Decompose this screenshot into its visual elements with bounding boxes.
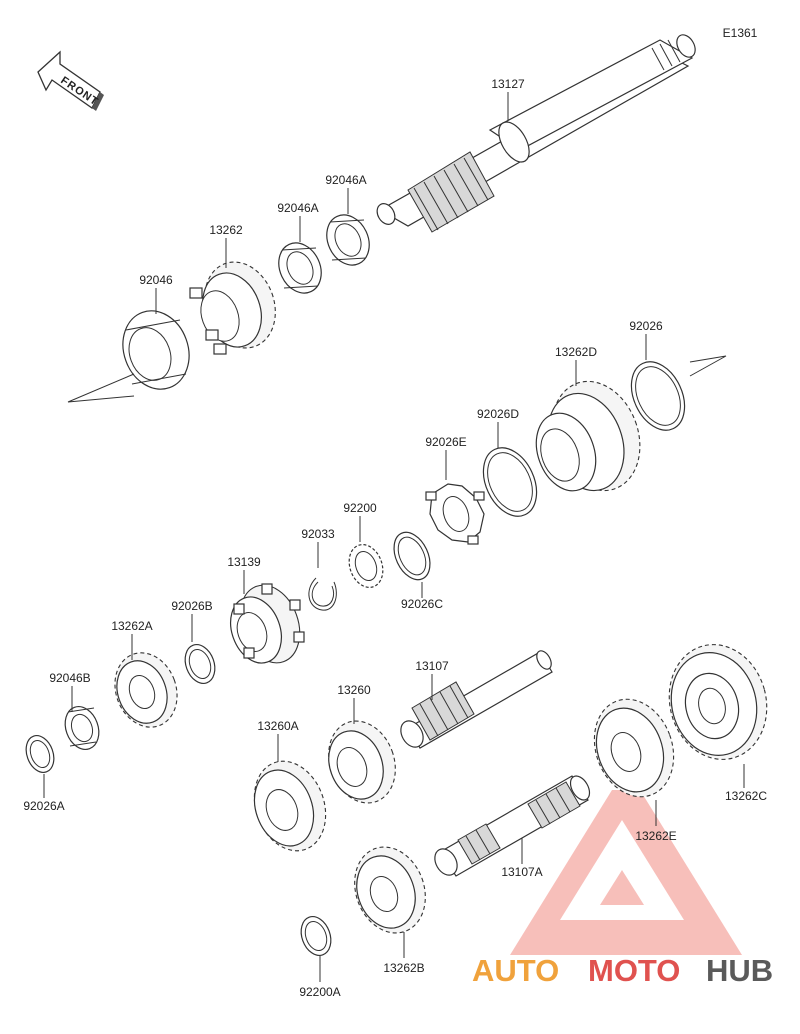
circlip-92026 [630, 361, 686, 431]
label-92200A: 92200A [299, 985, 340, 999]
gear-13262A [114, 652, 178, 728]
watermark-part2: MOTO [588, 953, 680, 988]
circlip-92026C [393, 531, 431, 581]
watermark-text: AUTO MOTO HUB [472, 953, 773, 988]
label-13262D: 13262D [555, 345, 597, 359]
label-92026A: 92026A [23, 799, 64, 813]
label-13107: 13107 [415, 659, 449, 673]
gear-13260 [328, 720, 396, 804]
washer-92200A [300, 916, 332, 956]
circlip-92026D [482, 447, 538, 517]
washer-92026B [184, 644, 216, 684]
gear-13260A [253, 760, 327, 852]
label-13262B: 13262B [383, 961, 424, 975]
circlip-92033 [308, 577, 337, 611]
label-92026B: 92026B [171, 599, 212, 613]
watermark-part1: AUTO [472, 953, 559, 988]
label-92026: 92026 [629, 319, 663, 333]
diagram-code: E1361 [723, 26, 758, 40]
gear-13262C [668, 644, 768, 760]
needle-bearing-92046 [122, 310, 190, 390]
watermark-logo-icon [510, 790, 742, 955]
label-92026D: 92026D [477, 407, 519, 421]
needle-bearing-92046A-1 [326, 214, 370, 266]
watermark-part3: HUB [706, 953, 773, 988]
label-13262A: 13262A [111, 619, 152, 633]
label-92046A-2: 92046A [277, 201, 318, 215]
shaft-13107 [400, 650, 553, 749]
label-92026C: 92026C [401, 597, 443, 611]
gear-13262D [535, 380, 641, 492]
label-92046: 92046 [139, 273, 173, 287]
label-13139: 13139 [227, 555, 261, 569]
front-arrow-icon: FRONT [37, 50, 104, 111]
label-13107A: 13107A [501, 865, 542, 879]
needle-bearing-92046A-2 [278, 242, 322, 294]
label-92026E: 92026E [425, 435, 466, 449]
washer-92026A [25, 735, 55, 773]
label-13262C: 13262C [725, 789, 767, 803]
gear-13262 [189, 261, 276, 355]
gear-13262B [354, 846, 426, 934]
axis-line-right [689, 355, 727, 377]
label-92200: 92200 [343, 501, 377, 515]
gear-13262E [593, 698, 675, 798]
shifter-13139 [230, 583, 305, 664]
main-shaft-13127 [376, 34, 696, 233]
shaft-13107A [434, 775, 591, 877]
lock-washer-92026E [425, 483, 485, 545]
label-92033: 92033 [301, 527, 335, 541]
label-92046A-1: 92046A [325, 173, 366, 187]
label-13127: 13127 [491, 77, 525, 91]
label-13260: 13260 [337, 683, 371, 697]
label-13262E: 13262E [635, 829, 676, 843]
label-92046B: 92046B [49, 671, 90, 685]
label-13260A: 13260A [257, 719, 298, 733]
washer-92200 [348, 544, 384, 588]
axis-line-left [67, 373, 135, 403]
needle-bearing-92046B [64, 706, 100, 750]
label-13262: 13262 [209, 223, 243, 237]
